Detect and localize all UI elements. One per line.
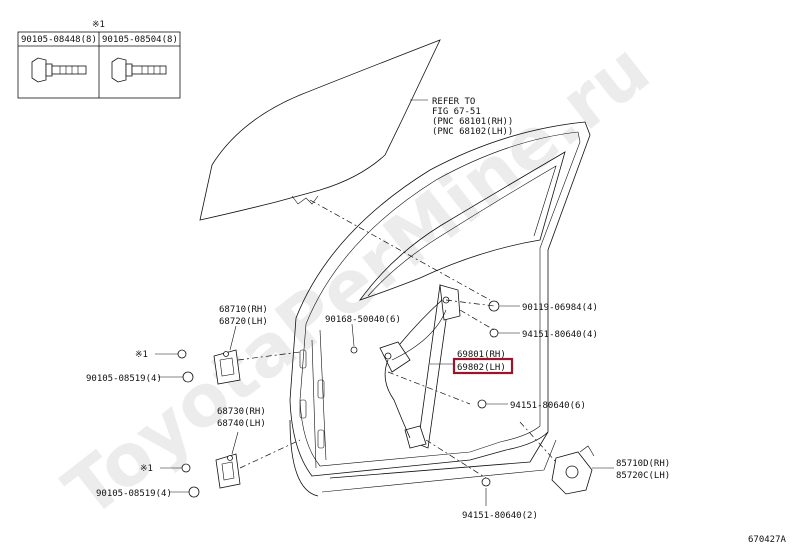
refer-line2: FIG 67-51 [432, 107, 481, 117]
bolt-icon [31, 57, 87, 83]
label-nut-mid[interactable]: 94151-80640(4) [522, 330, 598, 340]
highlight-box [452, 357, 514, 375]
part-labels: 68710(RH) 68720(LH) ※1 90105-08519(4) 68… [86, 303, 787, 545]
upper-hinge [213, 349, 241, 385]
label-bolt-upper-note: ※1 [135, 350, 148, 360]
figure-code: 670427A [748, 535, 787, 545]
label-hinge-upper-lh[interactable]: 68720(LH) [219, 317, 268, 327]
label-motor-rh[interactable]: 85710D(RH) [616, 459, 670, 469]
label-hinge-upper-rh[interactable]: 68710(RH) [219, 305, 268, 315]
refer-line3: (PNC 68101(RH)) [432, 117, 513, 127]
window-glass [199, 39, 441, 221]
fastener-marks [177, 300, 500, 498]
label-nut-bottom[interactable]: 94151-80640(2) [462, 511, 538, 521]
reference-lines [237, 199, 557, 479]
leader-lines [155, 305, 614, 506]
refer-line4: (PNC 68102(LH)) [432, 127, 513, 137]
door-frame [289, 121, 591, 497]
table-col1: 90105-08448(8) [21, 35, 97, 45]
label-bolt-lower[interactable]: 90105-08519(4) [96, 489, 172, 499]
label-bolt-upper[interactable]: 90105-08519(4) [86, 374, 162, 384]
label-hinge-lower-rh[interactable]: 68730(RH) [217, 407, 266, 417]
window-motor [551, 445, 595, 495]
label-bolt-lower-note: ※1 [140, 464, 153, 474]
lower-hinge [215, 453, 241, 489]
bolt-icon [111, 57, 167, 83]
table-note: ※1 [92, 20, 105, 30]
refer-note: REFER TO FIG 67-51 (PNC 68101(RH)) (PNC … [432, 97, 513, 137]
label-hinge-lower-lh[interactable]: 68740(LH) [217, 419, 266, 429]
label-regulator-rh[interactable]: 69801(RH) [457, 350, 506, 360]
label-regulator-lh[interactable]: 69802(LH) [457, 363, 506, 373]
label-motor-lh[interactable]: 85720C(LH) [616, 471, 670, 481]
label-screw-top[interactable]: 90119-06984(4) [522, 303, 598, 313]
fastener-table: ※1 90105-08448(8) 90105-08504(8) [17, 20, 181, 99]
table-col2: 90105-08504(8) [102, 35, 178, 45]
label-nut-lower[interactable]: 94151-80640(6) [510, 401, 586, 411]
window-regulator [379, 284, 461, 449]
label-grommet[interactable]: 90168-50040(6) [325, 315, 401, 325]
refer-line1: REFER TO [432, 97, 475, 107]
